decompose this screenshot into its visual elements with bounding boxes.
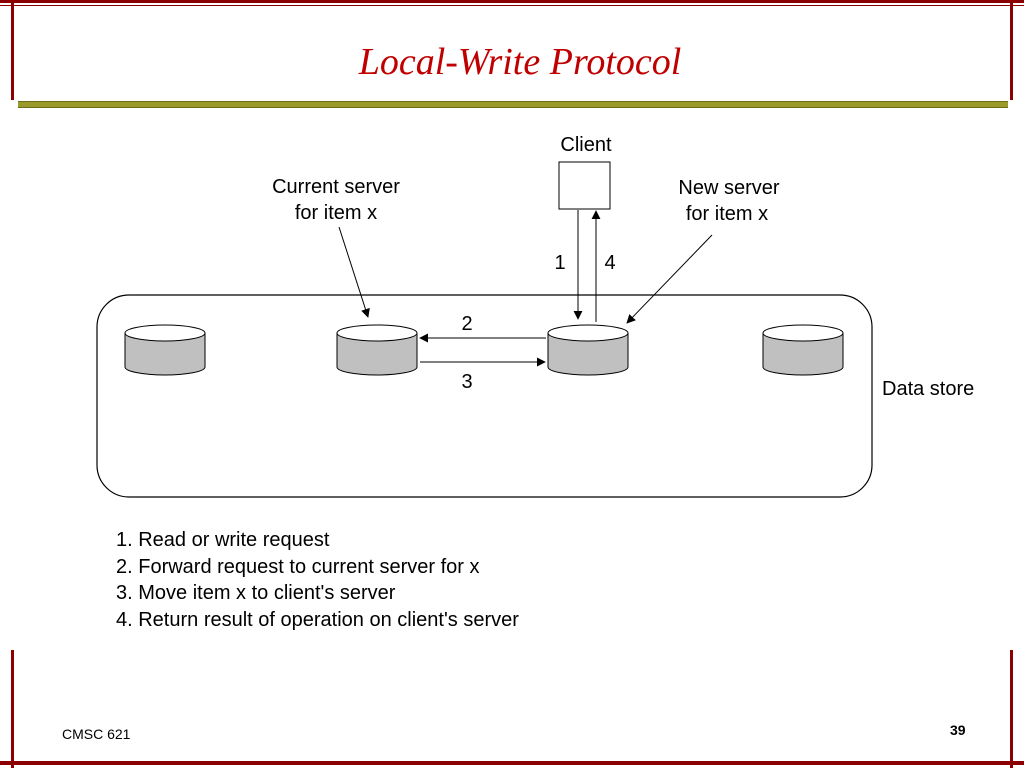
new-server-label-line-1: New server: [678, 177, 779, 199]
client-label: Client: [560, 134, 612, 156]
new-server-label-line-2: for item x: [686, 203, 768, 225]
frame-top-bar: [0, 0, 1024, 3]
title-rule: [18, 101, 1008, 108]
data-store-container: [96, 294, 873, 498]
new-server-pointer: [626, 234, 713, 324]
data-store-label: Data store: [882, 378, 974, 400]
current-server-pointer: [338, 226, 370, 318]
arrow-3-label: 3: [461, 371, 472, 393]
step-item: 1. Read or write request: [116, 529, 330, 551]
frame-right-bar-top: [1010, 0, 1013, 100]
arrow-1-label: 1: [554, 252, 565, 274]
frame-right-bar-bottom: [1010, 650, 1013, 768]
current-server-label-line-2: for item x: [295, 202, 377, 224]
frame-left-bar-bottom: [11, 650, 14, 768]
disk-current-server: [336, 324, 418, 376]
client-box: [558, 161, 611, 210]
frame-bottom-bar: [0, 761, 1024, 765]
current-server-label-line-1: Current server: [272, 176, 400, 198]
arrow-2-label: 2: [461, 313, 472, 335]
frame-top-thin-line: [0, 5, 1024, 6]
slide-title: Local-Write Protocol: [358, 41, 682, 83]
page-number: 39: [950, 722, 966, 738]
disk-server-1: [124, 324, 206, 376]
step-item: 2. Forward request to current server for…: [116, 555, 480, 578]
arrow-4-label: 4: [604, 252, 615, 274]
disk-new-server: [547, 324, 629, 376]
disk-server-4: [762, 324, 844, 376]
step-item: 4. Return result of operation on client'…: [116, 608, 519, 631]
steps-list: 1. Read or write request 2. Forward requ…: [116, 527, 519, 633]
step-item: 3. Move item x to client's server: [116, 582, 396, 604]
frame-left-bar-top: [11, 0, 14, 100]
footer-course-label: CMSC 621: [62, 726, 131, 742]
